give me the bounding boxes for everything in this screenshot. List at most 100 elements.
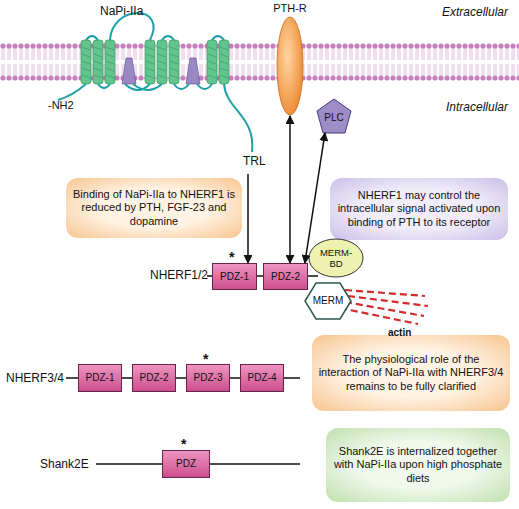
loop — [212, 36, 224, 40]
helix-stripe — [158, 61, 166, 64]
region-label: Intracellular — [446, 100, 508, 114]
helix-stripe — [94, 47, 102, 50]
protein-backbones — [66, 276, 318, 464]
pdz-domain: PDZ-3 — [186, 364, 230, 392]
note-callout: Binding of NaPi-IIa to NHERF1 is reduced… — [66, 178, 242, 238]
protein-label: NHERF3/4 — [6, 371, 64, 385]
helix-stripe — [106, 75, 114, 78]
actin-filaments — [340, 290, 428, 324]
loop — [197, 84, 212, 89]
actin-filament — [345, 302, 424, 316]
helix-stripe — [94, 61, 102, 64]
helix — [105, 40, 115, 84]
helix-stripe — [158, 47, 166, 50]
helix-stripe — [82, 61, 90, 64]
helix-stripe — [170, 61, 178, 64]
pdz-domain: PDZ-1 — [78, 364, 122, 392]
asterisk-mark: * — [181, 436, 186, 452]
actin-filament — [340, 308, 418, 324]
transmembrane-helices — [81, 40, 229, 84]
helix-stripe — [208, 47, 216, 50]
helix-stripe — [220, 47, 228, 50]
node-text: PDZ — [176, 458, 196, 470]
pdz-domain: PDZ-4 — [240, 364, 284, 392]
loop — [133, 84, 162, 90]
pdz-domain: PDZ-2 — [263, 263, 308, 290]
transporter: NaPi-IIa-NH2TRL — [40, 4, 272, 174]
helix-stripe — [94, 54, 102, 57]
note-callout: Shank2E is internalized together with Na… — [326, 428, 510, 502]
loop — [174, 84, 189, 89]
protein-label: NHERF1/2 — [150, 268, 208, 282]
pdz-domain: PDZ-1 — [212, 263, 257, 290]
enzyme-pentagon: PLC — [316, 98, 352, 134]
pdz-domain: PDZ — [162, 450, 210, 478]
helix-stripe — [208, 54, 216, 57]
loop — [162, 36, 174, 40]
helix-stripe — [94, 75, 102, 78]
helix-stripe — [220, 75, 228, 78]
helix — [81, 40, 91, 84]
merm-hexagon: MERM — [304, 282, 352, 320]
region-label: Extracellular — [442, 5, 508, 19]
helix-stripe — [82, 47, 90, 50]
helix-stripe — [208, 68, 216, 71]
reentrant-loop — [122, 58, 136, 84]
helix-stripe — [170, 47, 178, 50]
node-text: NHERF1 may control the intracellular sig… — [336, 189, 502, 229]
helix-stripe — [82, 75, 90, 78]
helix-stripe — [82, 54, 90, 57]
node-text: Shank2E is internalized together with Na… — [332, 445, 504, 485]
node-text: PDZ-2 — [271, 271, 300, 283]
receptor-shape — [277, 17, 303, 115]
arrow-connector — [247, 174, 249, 263]
node-text: The physiological role of the interactio… — [318, 353, 504, 393]
helix-stripe — [106, 68, 114, 71]
helix — [219, 40, 229, 84]
helix-stripe — [146, 61, 154, 64]
c-terminal-tail — [224, 84, 252, 152]
node-text: PDZ-1 — [86, 372, 115, 384]
note-callout: NHERF1 may control the intracellular sig… — [330, 178, 508, 240]
helix-stripe — [208, 61, 216, 64]
arrow-connector — [305, 133, 325, 263]
node-text: PDZ-1 — [220, 271, 249, 283]
helix-stripe — [220, 54, 228, 57]
helix-stripe — [106, 61, 114, 64]
protein-label: Shank2E — [40, 457, 89, 471]
helix — [93, 40, 103, 84]
node-text: PDZ-3 — [194, 372, 223, 384]
helix-stripe — [170, 68, 178, 71]
helix — [169, 40, 179, 84]
lipid-bilayer — [0, 42, 519, 82]
helix-stripe — [146, 47, 154, 50]
helix — [157, 40, 167, 84]
helix-stripe — [146, 68, 154, 71]
helix — [207, 40, 217, 84]
helix-stripe — [146, 75, 154, 78]
helix-stripe — [170, 75, 178, 78]
helix-stripe — [158, 75, 166, 78]
pentagon-shape — [317, 99, 351, 133]
loop — [86, 36, 98, 40]
node-text: PDZ-4 — [248, 372, 277, 384]
ellipse-shape — [309, 239, 363, 277]
node-text: MERM-BD — [316, 247, 356, 270]
pdz-domain: PDZ-2 — [132, 364, 176, 392]
node-text: MERM — [313, 295, 344, 307]
reentrant-loop — [186, 58, 200, 84]
helix-stripe — [158, 68, 166, 71]
helix-stripe — [208, 75, 216, 78]
helix-stripe — [146, 54, 154, 57]
asterisk-mark: * — [203, 351, 208, 367]
loop — [98, 84, 110, 88]
receptor-ellipse: PTH-R — [272, 2, 308, 116]
actin-label: actin — [388, 327, 411, 338]
node-outline — [272, 2, 308, 116]
helix-stripe — [170, 54, 178, 57]
n-terminus — [58, 84, 86, 100]
note-callout: The physiological role of the interactio… — [312, 335, 510, 411]
node-text: Binding of NaPi-IIa to NHERF1 is reduced… — [72, 188, 236, 228]
